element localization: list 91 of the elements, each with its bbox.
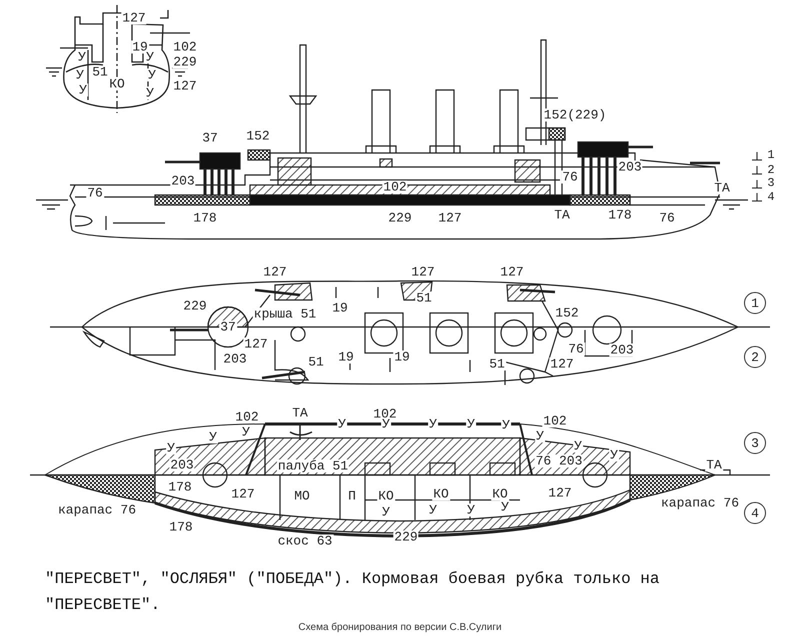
circled-number: 3 bbox=[744, 432, 766, 454]
part-label: 203 bbox=[609, 344, 635, 356]
part-label: 37 bbox=[201, 132, 219, 144]
part-label: 152 bbox=[554, 306, 580, 320]
part-label: У bbox=[241, 426, 251, 438]
part-label: 19 bbox=[393, 350, 411, 364]
part-label: У bbox=[501, 418, 511, 432]
circled-number: 1 bbox=[744, 292, 766, 314]
part-label: 76 bbox=[561, 170, 579, 184]
part-label: 51 bbox=[488, 358, 506, 370]
part-label: 102 bbox=[172, 40, 198, 54]
part-label: 178 bbox=[167, 480, 193, 494]
part-label: карапас 76 bbox=[57, 504, 137, 516]
part-label: 19 bbox=[131, 40, 149, 54]
part-label: 19 bbox=[331, 302, 349, 314]
part-label: У bbox=[573, 440, 583, 452]
part-label: У bbox=[145, 86, 155, 100]
part-label: У bbox=[166, 442, 176, 454]
part-label: 152 bbox=[245, 130, 271, 142]
part-label: ТА bbox=[713, 182, 731, 194]
part-label: У bbox=[535, 430, 545, 442]
part-label: 127 bbox=[547, 486, 573, 500]
part-label: У bbox=[466, 504, 476, 516]
part-label: 203 bbox=[170, 174, 196, 188]
part-label: карапас 76 bbox=[660, 496, 740, 510]
part-label: КО bbox=[432, 488, 450, 500]
part-label: 51 bbox=[415, 292, 433, 304]
part-label: 127 bbox=[410, 266, 436, 278]
part-label: 102 bbox=[234, 410, 260, 424]
part-label: 127 bbox=[243, 338, 269, 350]
part-label: 229 bbox=[387, 212, 413, 224]
part-label: ТА bbox=[705, 458, 723, 472]
part-label: У bbox=[428, 418, 438, 430]
part-label: 127 bbox=[172, 80, 198, 92]
part-label: 178 bbox=[168, 520, 194, 534]
part-label: 102 bbox=[382, 180, 408, 194]
part-label: У bbox=[428, 504, 438, 516]
part-label: У bbox=[78, 84, 88, 96]
part-label: У bbox=[147, 68, 157, 82]
part-label: КО bbox=[491, 488, 509, 500]
level-number: 4 bbox=[767, 191, 775, 203]
part-label: крыша 51 bbox=[252, 308, 318, 320]
part-label: ТА bbox=[553, 208, 571, 222]
circled-number: 2 bbox=[744, 346, 766, 368]
part-label: У bbox=[75, 68, 85, 82]
part-label: 51 bbox=[307, 356, 325, 368]
part-label: У bbox=[466, 418, 476, 430]
part-label: КО bbox=[108, 78, 126, 90]
part-label: У bbox=[145, 50, 155, 64]
part-label: 203 bbox=[222, 352, 248, 366]
part-label: 229 bbox=[172, 56, 198, 68]
part-label: 127 bbox=[230, 488, 256, 500]
part-label: 37 bbox=[219, 320, 237, 334]
part-label: 19 bbox=[337, 350, 355, 364]
part-label: палуба 51 bbox=[276, 460, 350, 472]
part-label: 127 bbox=[499, 266, 525, 278]
part-label: КО bbox=[377, 490, 395, 502]
part-label: У bbox=[208, 430, 218, 444]
part-label: 76 203 bbox=[534, 454, 584, 468]
part-label: 127 bbox=[437, 212, 463, 224]
part-label: 76 bbox=[567, 342, 585, 356]
part-label: У bbox=[609, 448, 619, 462]
part-label: МО bbox=[293, 490, 311, 502]
part-label: 127 bbox=[262, 266, 288, 278]
part-label: 203 bbox=[169, 458, 195, 472]
level-number: 1 bbox=[767, 149, 775, 161]
part-label: ТА bbox=[291, 406, 309, 420]
caption: "ПЕРЕСВЕТ", "ОСЛЯБЯ" ("ПОБЕДА"). Кормовая боевая рубка только на "ПЕРЕСВЕТЕ". bbox=[45, 569, 660, 616]
part-label: У bbox=[381, 418, 391, 430]
part-label: 229 bbox=[182, 300, 208, 312]
part-label: 127 bbox=[549, 358, 575, 370]
part-label: 178 bbox=[607, 208, 633, 222]
part-label: У bbox=[500, 500, 510, 514]
part-label: 102 bbox=[372, 408, 398, 420]
part-label: скос 63 bbox=[276, 534, 334, 548]
part-label: У bbox=[381, 506, 391, 518]
level-number: 2 bbox=[767, 164, 775, 176]
part-label: П bbox=[347, 490, 357, 502]
part-label: 51 bbox=[91, 66, 109, 78]
part-label: У bbox=[77, 50, 87, 64]
level-number: 3 bbox=[767, 177, 775, 189]
part-label: 76 bbox=[86, 186, 104, 200]
part-label: 229 bbox=[393, 530, 419, 544]
part-label: 178 bbox=[192, 212, 218, 224]
part-label: 76 bbox=[658, 212, 676, 224]
circled-number: 4 bbox=[744, 502, 766, 524]
part-label: 127 bbox=[121, 12, 147, 24]
credit-note: Схема бронирования по версии С.В.Сулиги bbox=[298, 623, 502, 633]
part-label: 203 bbox=[617, 160, 643, 174]
part-label: У bbox=[337, 418, 347, 430]
part-label: 102 bbox=[542, 414, 568, 428]
